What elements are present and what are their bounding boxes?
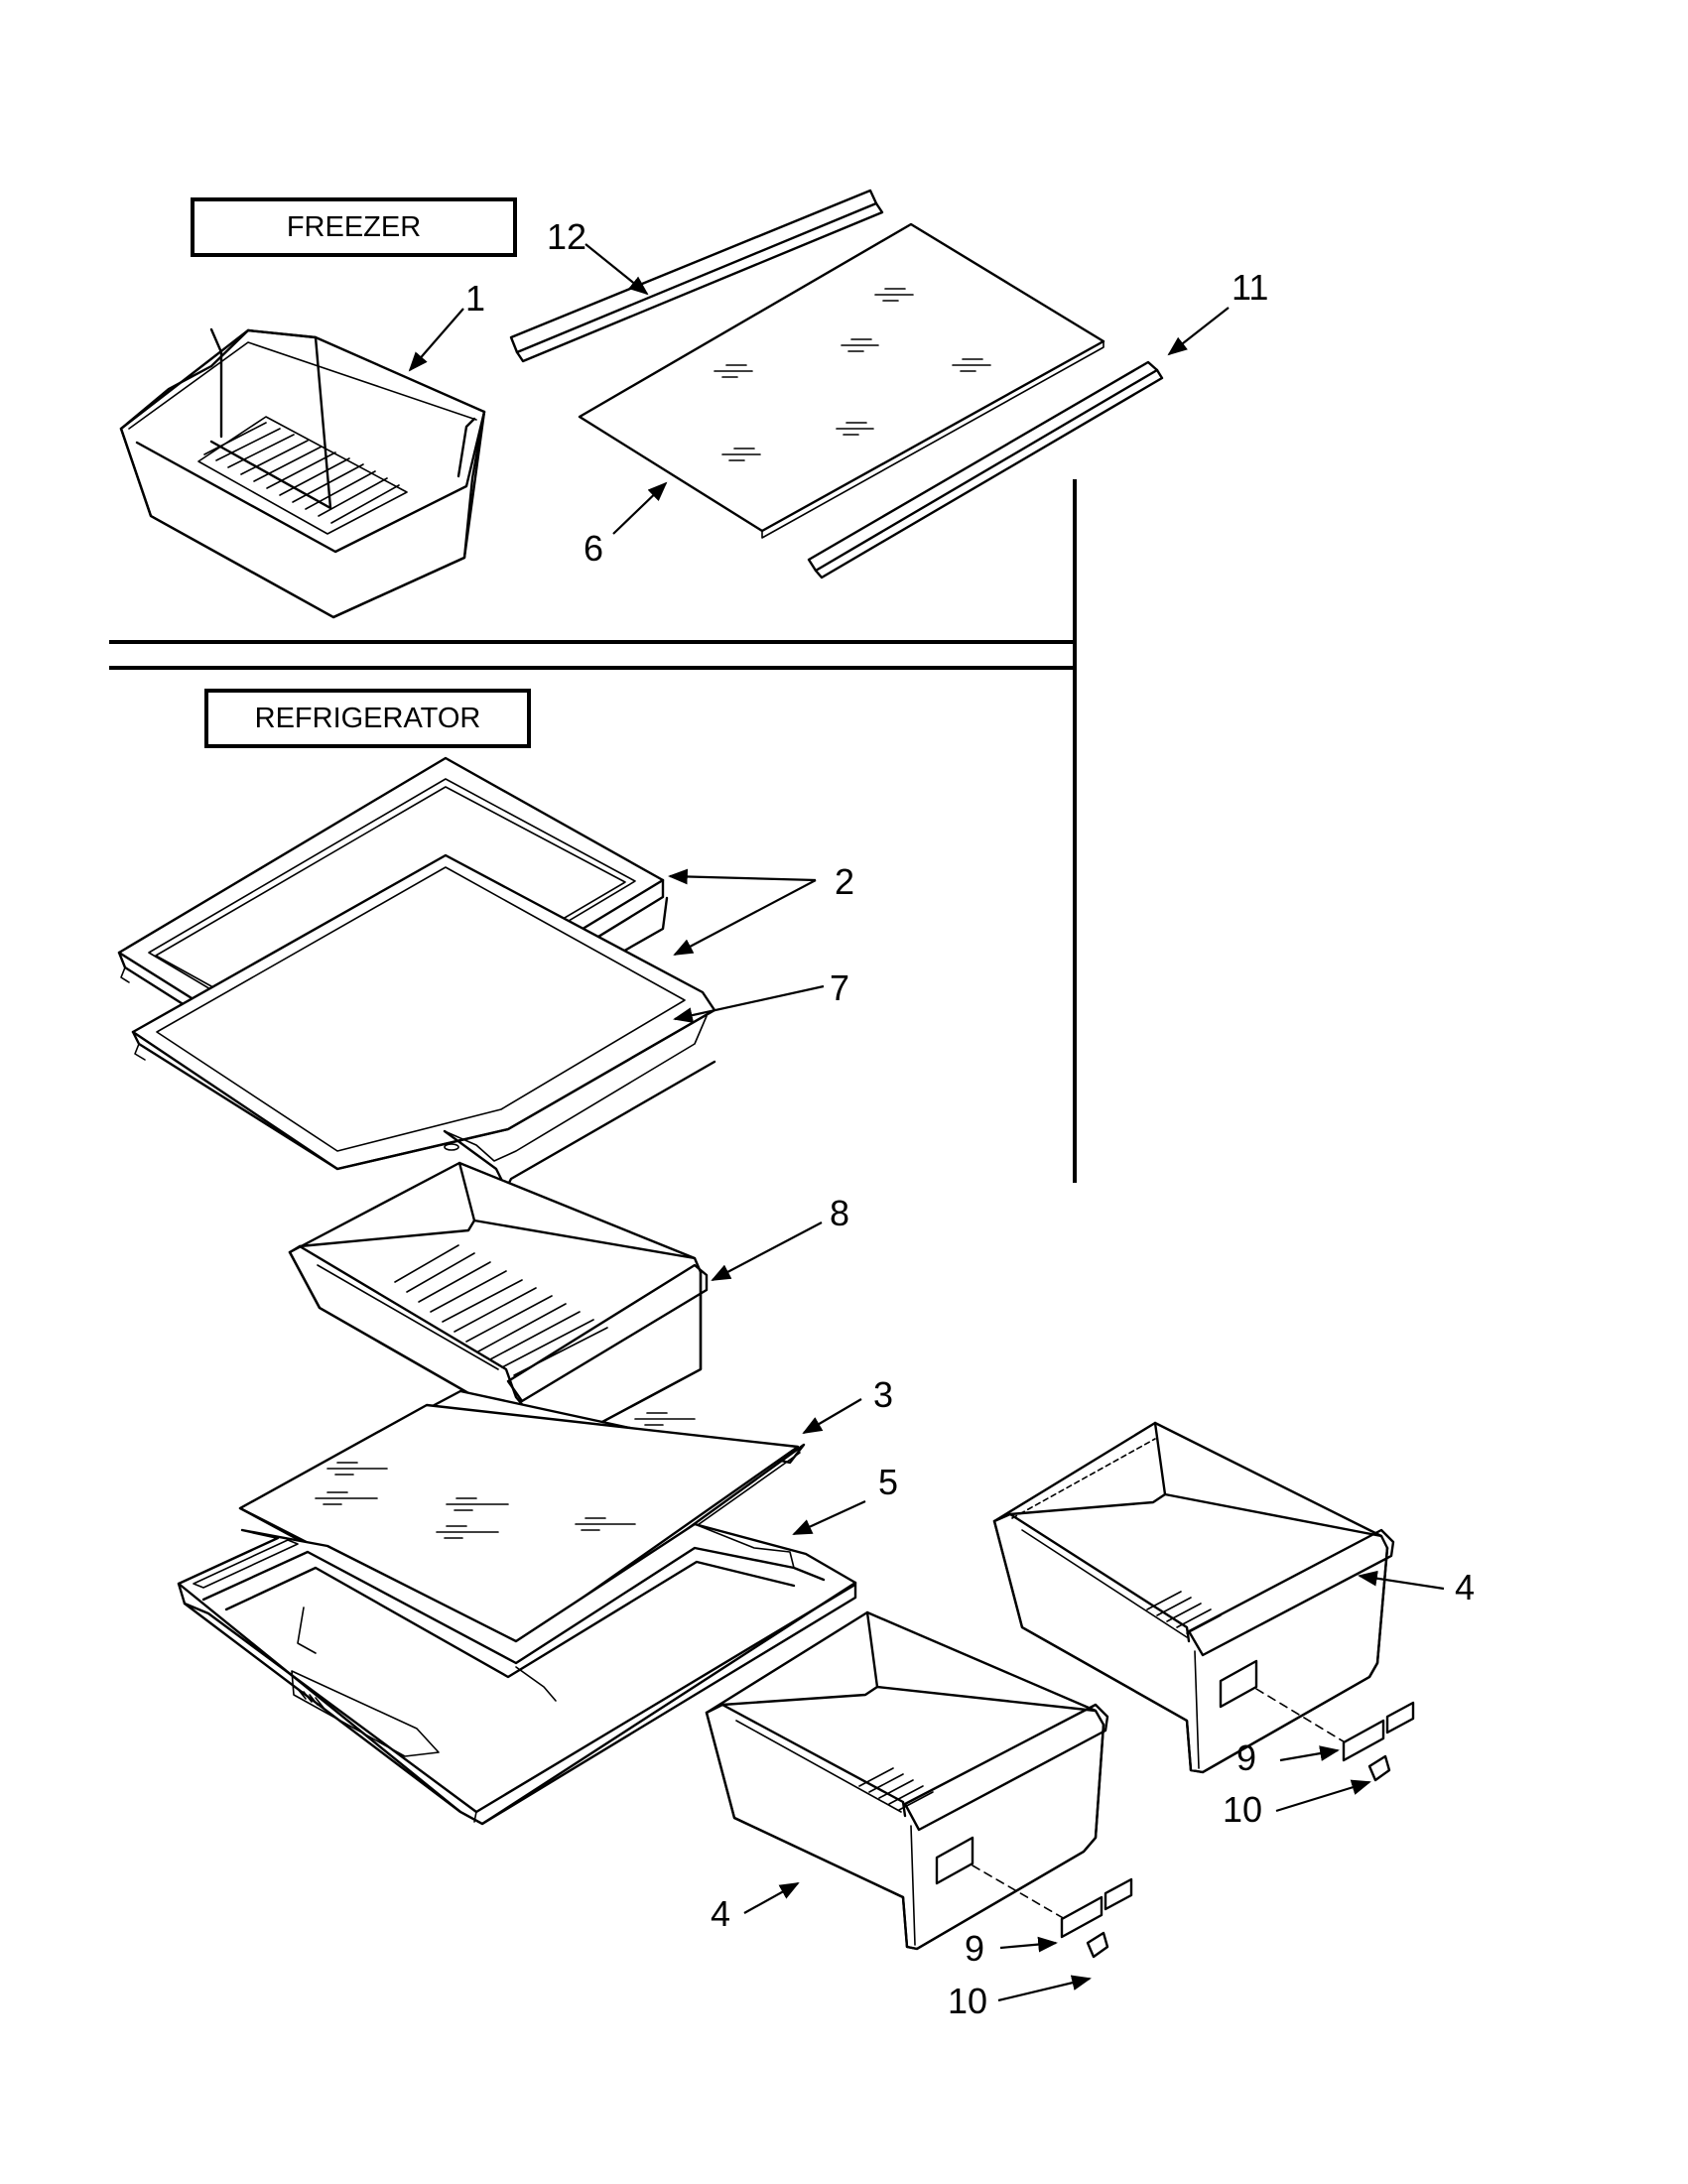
crisper-drawer-right-drawing [992, 1421, 1415, 1782]
crisper-shelf-frame-drawing [177, 1522, 857, 1826]
freezer-shelf-drawing [509, 189, 1164, 579]
callout-6: 6 [584, 528, 604, 569]
refrigerator-section-label: REFRIGERATOR [204, 689, 531, 748]
callout-9-left: 9 [965, 1928, 985, 1969]
callout-2: 2 [835, 861, 855, 902]
callout-10-right: 10 [1223, 1789, 1263, 1830]
callout-8: 8 [830, 1193, 850, 1233]
freezer-section-label: FREEZER [191, 197, 517, 257]
callout-12: 12 [547, 216, 587, 257]
freezer-basket-drawing [119, 327, 486, 619]
callout-1: 1 [465, 278, 486, 319]
callout-7: 7 [830, 967, 850, 1008]
leader-lines [408, 243, 1445, 2002]
callout-3: 3 [873, 1374, 894, 1415]
crisper-glass-drawing [238, 1389, 806, 1657]
callout-5: 5 [878, 1462, 899, 1502]
callout-11: 11 [1232, 267, 1269, 308]
callout-9-right: 9 [1236, 1737, 1257, 1778]
section-dividers [109, 479, 1077, 1183]
crisper-drawer-left-drawing [705, 1610, 1133, 1959]
callout-4-right: 4 [1455, 1567, 1476, 1607]
crisper-pan-upper-drawing [288, 1161, 709, 1463]
crisper-cover-drawing [117, 756, 716, 1191]
callout-10-left: 10 [948, 1981, 988, 2021]
callout-4-left: 4 [711, 1893, 731, 1934]
